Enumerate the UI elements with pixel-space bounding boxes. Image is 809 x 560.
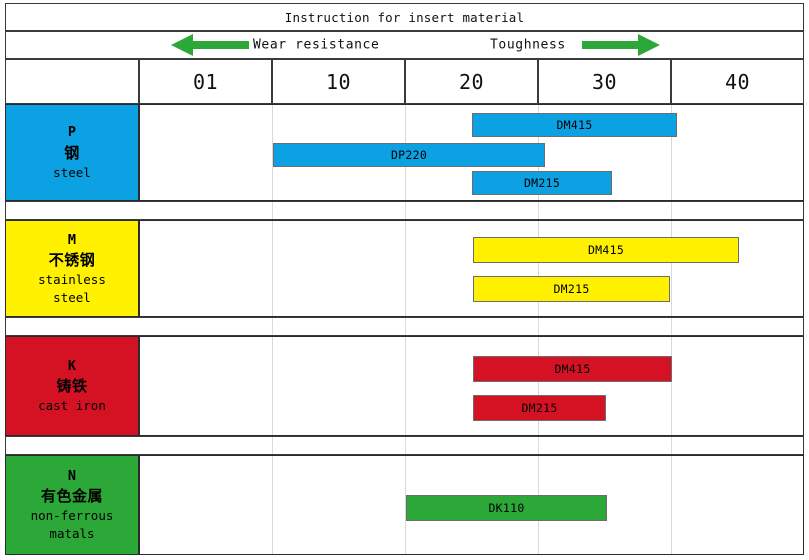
bar-k-dm415[interactable]: DM415 xyxy=(473,356,672,382)
material-group-m: M 不锈钢 stainless steel DM415 DM215 xyxy=(5,220,804,317)
material-label-n: N 有色金属 non-ferrous matals xyxy=(5,455,139,555)
column-separator xyxy=(405,456,406,554)
title-row: Instruction for insert material xyxy=(5,3,804,31)
wear-resistance-label: Wear resistance xyxy=(253,37,380,53)
column-separator xyxy=(405,437,406,454)
column-separator xyxy=(405,221,406,316)
grade-header-10: 10 xyxy=(272,59,405,104)
arrow-right-icon xyxy=(582,34,660,56)
bar-m-dm415[interactable]: DM415 xyxy=(473,237,739,263)
material-english-k: cast iron xyxy=(38,398,106,414)
column-separator xyxy=(272,437,273,454)
bar-label: DM415 xyxy=(556,118,593,132)
column-separator xyxy=(272,337,273,435)
column-separator xyxy=(538,437,539,454)
plot-area-k: DM415 DM215 xyxy=(139,336,804,436)
material-label-p: P 钢 steel xyxy=(5,104,139,201)
column-separator xyxy=(671,337,672,435)
toughness-label: Toughness xyxy=(490,37,566,53)
bar-p-dm215[interactable]: DM215 xyxy=(472,171,612,195)
column-separator xyxy=(671,318,672,335)
material-english-m-line2: steel xyxy=(53,289,91,305)
group-spacer xyxy=(5,201,804,220)
column-separator xyxy=(272,318,273,335)
material-code-p: P xyxy=(67,124,77,141)
grade-header-01: 01 xyxy=(139,59,272,104)
bar-p-dm415[interactable]: DM415 xyxy=(472,113,677,137)
grade-header-30: 30 xyxy=(538,59,671,104)
material-cjk-n: 有色金属 xyxy=(40,487,103,506)
bar-label: DM215 xyxy=(523,176,561,190)
material-english-n-line1: non-ferrous xyxy=(30,508,114,524)
grade-header-row: 01 10 20 30 40 xyxy=(5,59,804,104)
bar-label: DM215 xyxy=(521,401,558,415)
material-cjk-m: 不锈钢 xyxy=(48,250,96,269)
material-code-m: M xyxy=(67,231,77,248)
material-group-n: N 有色金属 non-ferrous matals DK110 xyxy=(5,455,804,555)
column-separator xyxy=(272,202,273,219)
column-separator xyxy=(671,221,672,316)
plot-area-m: DM415 DM215 xyxy=(139,220,804,317)
column-separator xyxy=(671,437,672,454)
bar-n-dk110[interactable]: DK110 xyxy=(406,495,607,521)
column-separator xyxy=(405,337,406,435)
material-english-p: steel xyxy=(53,164,91,180)
bar-label: DM415 xyxy=(554,362,591,376)
bar-k-dm215[interactable]: DM215 xyxy=(473,395,606,421)
plot-area-p: DM415 DP220 DM215 xyxy=(139,104,804,201)
arrow-left-icon xyxy=(171,34,249,56)
material-label-m: M 不锈钢 stainless steel xyxy=(5,220,139,317)
material-code-n: N xyxy=(67,468,77,485)
bar-label: DM415 xyxy=(587,243,625,257)
bar-label: DP220 xyxy=(390,148,428,162)
column-separator xyxy=(671,456,672,554)
bar-m-dm215[interactable]: DM215 xyxy=(473,276,670,302)
plot-area-n: DK110 xyxy=(139,455,804,555)
group-spacer xyxy=(5,436,804,455)
column-separator xyxy=(538,221,539,316)
column-separator xyxy=(538,202,539,219)
group-spacer xyxy=(5,317,804,336)
grade-header-40: 40 xyxy=(671,59,804,104)
bar-p-dp220[interactable]: DP220 xyxy=(273,143,545,167)
material-code-k: K xyxy=(67,357,77,374)
column-separator xyxy=(272,221,273,316)
material-group-k: K 铸铁 cast iron DM415 DM215 xyxy=(5,336,804,436)
column-separator xyxy=(405,202,406,219)
column-separator xyxy=(272,456,273,554)
grade-header-20: 20 xyxy=(405,59,538,104)
column-separator xyxy=(538,318,539,335)
bar-label: DM215 xyxy=(553,282,590,296)
column-separator xyxy=(405,318,406,335)
column-separator xyxy=(671,202,672,219)
grade-header-corner xyxy=(5,59,139,104)
material-cjk-p: 钢 xyxy=(64,143,80,162)
column-separator xyxy=(272,105,273,200)
bar-label: DK110 xyxy=(488,501,525,515)
material-label-k: K 铸铁 cast iron xyxy=(5,336,139,436)
column-separator xyxy=(538,337,539,435)
material-english-m-line1: stainless xyxy=(38,271,106,287)
material-cjk-k: 铸铁 xyxy=(56,377,88,396)
axis-direction-row: Wear resistance Toughness xyxy=(5,31,804,59)
column-separator xyxy=(671,105,672,200)
material-group-p: P 钢 steel DM415 DP220 DM215 xyxy=(5,104,804,201)
material-english-n-line2: matals xyxy=(49,526,95,542)
page-title: Instruction for insert material xyxy=(5,3,804,31)
axis-direction-cell: Wear resistance Toughness xyxy=(5,31,804,59)
